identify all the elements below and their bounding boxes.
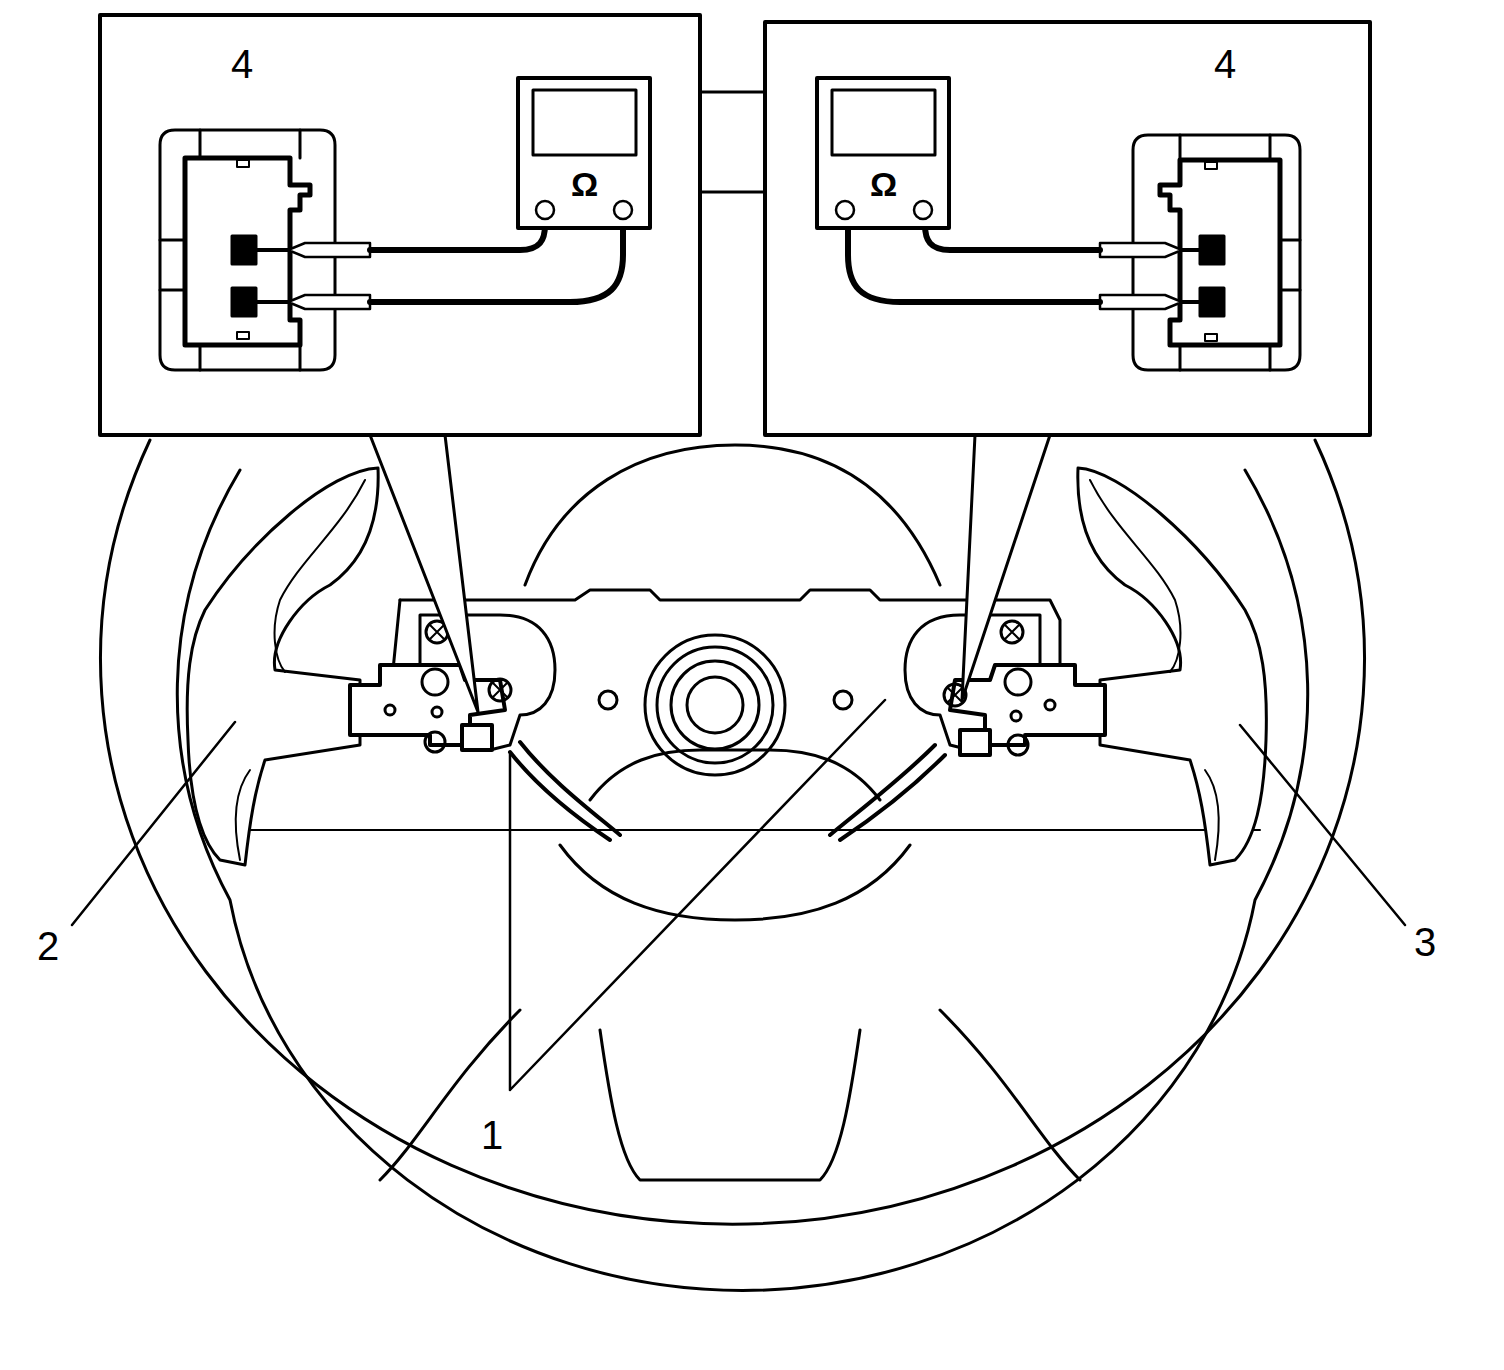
callout-number: 2 — [34, 925, 62, 967]
ohmmeter-symbol: Ω — [867, 166, 900, 202]
callout-number: 4 — [1211, 43, 1239, 85]
callout-number: 1 — [478, 1114, 506, 1156]
callout-number: 3 — [1411, 921, 1439, 963]
ohmmeter-symbol: Ω — [568, 166, 601, 202]
callout-number: 4 — [228, 43, 256, 85]
